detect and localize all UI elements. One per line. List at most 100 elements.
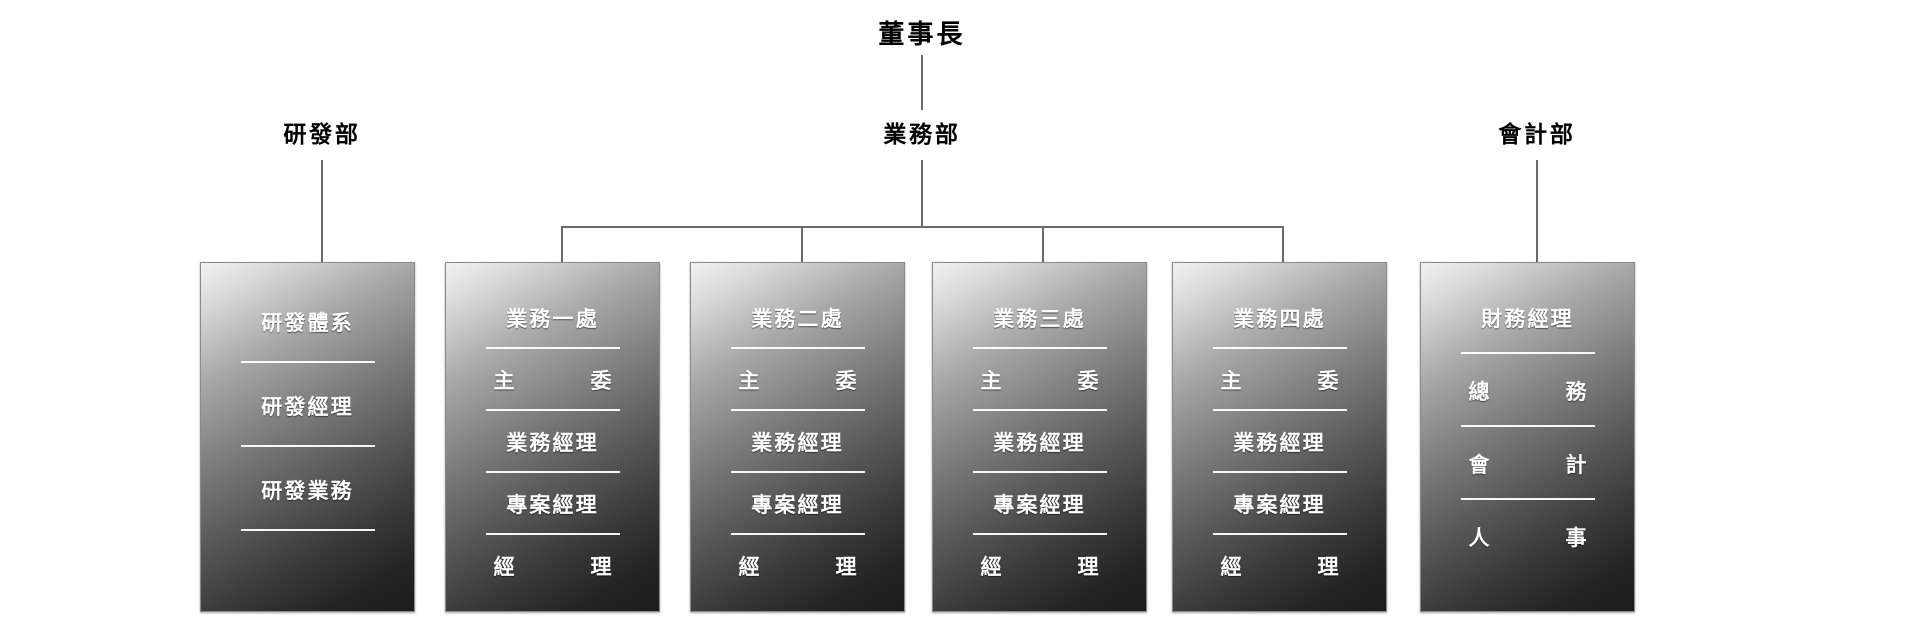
org-box-business-2[interactable]: 業務二處 主委 業務經理 專案經理 經理 xyxy=(690,262,905,612)
org-box-row[interactable]: 研發體系 xyxy=(201,279,414,363)
org-box-rows: 財務經理 總務 會計 人事 xyxy=(1421,269,1634,571)
org-box-row-divider xyxy=(1212,409,1347,411)
org-box-rows: 業務一處 主委 業務經理 專案經理 經理 xyxy=(446,269,659,595)
org-box-row[interactable]: 業務經理 xyxy=(933,411,1146,473)
org-box-row[interactable]: 業務二處 xyxy=(691,287,904,349)
org-box-row-label: 經理 xyxy=(739,551,857,581)
org-box-row[interactable]: 業務經理 xyxy=(691,411,904,473)
connector-drop-business-1 xyxy=(561,226,563,263)
row-char-a: 經 xyxy=(493,556,515,579)
row-char-a: 主 xyxy=(738,370,760,393)
connector-accounting-stem xyxy=(1536,160,1538,263)
org-box-row[interactable]: 研發經理 xyxy=(201,363,414,447)
row-char-a: 主 xyxy=(1220,370,1242,393)
org-box-row-label: 經理 xyxy=(1221,551,1339,581)
org-box-row-label: 人事 xyxy=(1469,522,1587,552)
org-box-business-1[interactable]: 業務一處 主委 業務經理 專案經理 經理 xyxy=(445,262,660,612)
department-label-rd: 研發部 xyxy=(283,121,361,147)
org-box-row-divider xyxy=(730,409,865,411)
org-box-row-label: 業務一處 xyxy=(506,308,599,331)
org-box-row-divider xyxy=(1460,498,1595,500)
department-label-accounting: 會計部 xyxy=(1498,121,1576,147)
org-box-row[interactable]: 專案經理 xyxy=(1173,473,1386,535)
row-char-b: 委 xyxy=(835,370,857,393)
org-box-row-divider xyxy=(240,445,375,447)
org-box-row-divider xyxy=(1460,352,1595,354)
row-char-b: 理 xyxy=(590,556,612,579)
row-char-a: 主 xyxy=(980,370,1002,393)
org-box-row-divider xyxy=(485,471,620,473)
org-box-row-label: 研發業務 xyxy=(261,480,354,503)
org-box-row[interactable]: 業務四處 xyxy=(1173,287,1386,349)
row-char-b: 委 xyxy=(1077,370,1099,393)
row-char-b: 計 xyxy=(1565,454,1587,477)
org-box-row-label: 會計 xyxy=(1469,449,1587,479)
org-box-row[interactable]: 經理 xyxy=(933,535,1146,595)
org-box-row-label: 業務經理 xyxy=(993,432,1086,455)
org-box-row[interactable]: 主委 xyxy=(691,349,904,411)
org-box-row-label: 業務三處 xyxy=(993,308,1086,331)
org-box-rd[interactable]: 研發體系 研發經理 研發業務 xyxy=(200,262,415,612)
org-box-row[interactable]: 業務一處 xyxy=(446,287,659,349)
org-box-business-4[interactable]: 業務四處 主委 業務經理 專案經理 經理 xyxy=(1172,262,1387,612)
org-box-row-label: 專案經理 xyxy=(1233,494,1326,517)
org-box-accounting[interactable]: 財務經理 總務 會計 人事 xyxy=(1420,262,1635,612)
connector-chairman-to-business xyxy=(921,55,923,110)
org-box-row[interactable]: 經理 xyxy=(691,535,904,595)
org-box-row[interactable]: 總務 xyxy=(1421,354,1634,427)
org-box-row-label: 業務經理 xyxy=(1233,432,1326,455)
org-box-row[interactable]: 經理 xyxy=(446,535,659,595)
org-box-row-label: 財務經理 xyxy=(1481,308,1574,331)
org-box-row-divider xyxy=(972,533,1107,535)
org-box-row-label: 業務四處 xyxy=(1233,308,1326,331)
org-box-row[interactable]: 研發業務 xyxy=(201,447,414,531)
org-box-row-divider xyxy=(485,409,620,411)
org-box-row-label: 主委 xyxy=(739,365,857,395)
org-box-row[interactable]: 主委 xyxy=(1173,349,1386,411)
org-box-row-divider xyxy=(485,533,620,535)
org-box-row-divider xyxy=(1212,533,1347,535)
org-box-row[interactable]: 業務經理 xyxy=(446,411,659,473)
row-char-b: 理 xyxy=(1317,556,1339,579)
org-box-row-label: 研發經理 xyxy=(261,396,354,419)
org-box-row[interactable]: 主委 xyxy=(446,349,659,411)
row-char-b: 委 xyxy=(1317,370,1339,393)
org-box-row-label: 業務經理 xyxy=(506,432,599,455)
connector-drop-business-4 xyxy=(1282,226,1284,263)
org-box-row-label: 主委 xyxy=(1221,365,1339,395)
org-box-row-divider xyxy=(972,409,1107,411)
org-box-rows: 研發體系 研發經理 研發業務 xyxy=(201,269,414,531)
org-box-row-label: 經理 xyxy=(494,551,612,581)
row-char-a: 經 xyxy=(738,556,760,579)
org-box-row-divider xyxy=(1212,347,1347,349)
org-box-row-divider xyxy=(485,347,620,349)
org-box-row[interactable]: 主委 xyxy=(933,349,1146,411)
org-box-row[interactable]: 業務經理 xyxy=(1173,411,1386,473)
org-box-row-label: 專案經理 xyxy=(993,494,1086,517)
connector-rd-stem xyxy=(321,160,323,263)
org-box-row-divider xyxy=(972,347,1107,349)
org-box-row[interactable]: 專案經理 xyxy=(933,473,1146,535)
org-box-business-3[interactable]: 業務三處 主委 業務經理 專案經理 經理 xyxy=(932,262,1147,612)
org-box-row-divider xyxy=(1460,425,1595,427)
org-box-rows: 業務三處 主委 業務經理 專案經理 經理 xyxy=(933,269,1146,595)
org-box-row[interactable]: 財務經理 xyxy=(1421,281,1634,354)
row-char-a: 主 xyxy=(493,370,515,393)
org-box-row[interactable]: 人事 xyxy=(1421,500,1634,571)
org-box-row[interactable]: 專案經理 xyxy=(691,473,904,535)
row-char-b: 事 xyxy=(1565,527,1587,550)
org-box-row[interactable]: 經理 xyxy=(1173,535,1386,595)
org-box-row-label: 業務二處 xyxy=(751,308,844,331)
connector-drop-business-3 xyxy=(1042,226,1044,263)
row-char-b: 委 xyxy=(590,370,612,393)
org-box-row-label: 專案經理 xyxy=(751,494,844,517)
org-box-row-divider xyxy=(730,471,865,473)
org-box-rows: 業務四處 主委 業務經理 專案經理 經理 xyxy=(1173,269,1386,595)
org-box-row-label: 專案經理 xyxy=(506,494,599,517)
org-box-row[interactable]: 業務三處 xyxy=(933,287,1146,349)
org-box-row-divider xyxy=(730,533,865,535)
row-char-a: 總 xyxy=(1468,381,1490,404)
org-box-row[interactable]: 專案經理 xyxy=(446,473,659,535)
org-box-row-label: 經理 xyxy=(981,551,1099,581)
org-box-row[interactable]: 會計 xyxy=(1421,427,1634,500)
